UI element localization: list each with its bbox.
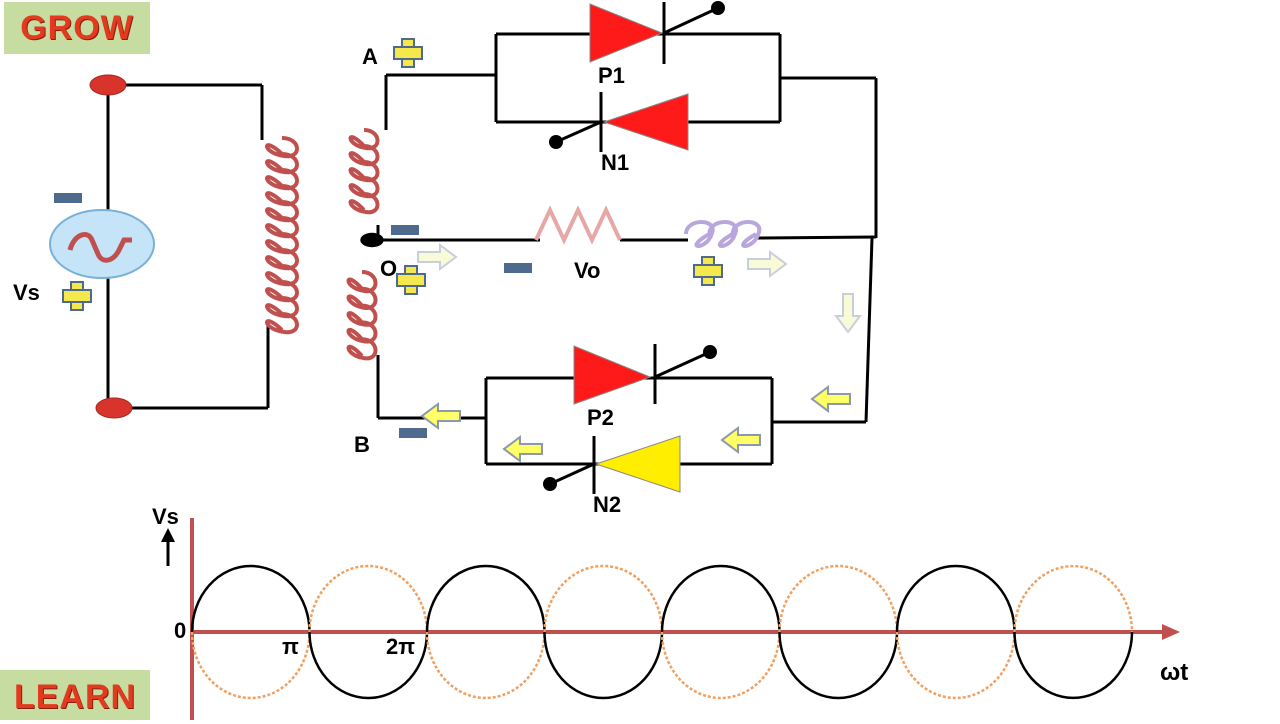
current-arrow-icon: [747, 251, 787, 277]
plus-sign-icon: [396, 265, 426, 295]
wave-half-cycle-solid: [425, 564, 546, 633]
wave-half-cycle-solid: [778, 631, 899, 700]
node-o-label: O: [380, 256, 397, 281]
wave-half-cycle-solid: [543, 631, 664, 700]
plus-sign-icon: [393, 38, 423, 68]
wave-half-cycle-dashed: [190, 631, 311, 700]
learn-logo: LEARN: [0, 670, 150, 720]
wave-half-cycle-dashed: [425, 631, 546, 700]
minus-sign-icon: [504, 263, 532, 273]
grow-logo: GROW: [4, 2, 150, 54]
minus-sign-icon: [54, 193, 82, 203]
wave-half-cycle-dashed: [308, 564, 429, 633]
wave-half-cycle-dashed: [895, 631, 1016, 700]
wave-half-cycle-dashed: [1013, 564, 1134, 633]
terminal-top: [89, 74, 127, 96]
node-a-label: A: [362, 44, 378, 69]
y-axis-label: Vs: [152, 504, 179, 529]
current-arrow-icon: [835, 293, 861, 333]
minus-sign-icon: [391, 225, 419, 235]
terminal-bottom: [95, 397, 133, 419]
transformer-icon: [265, 136, 299, 335]
wave-half-cycle-solid: [660, 564, 781, 633]
inductor-icon: [684, 220, 762, 248]
waveform-plot: [190, 564, 1134, 700]
current-arrow-icon: [421, 403, 461, 429]
tick-pi-label: π: [282, 634, 299, 659]
secondary-coil-lower: [346, 270, 378, 361]
label-n1: N1: [601, 150, 629, 175]
wave-half-cycle-solid: [190, 564, 311, 633]
origin-label: 0: [174, 618, 186, 643]
thyristor-icon: [543, 1, 725, 494]
tick-2pi-label: 2π: [386, 634, 415, 659]
x-axis-label: ωt: [1160, 659, 1188, 686]
wave-half-cycle-solid: [1013, 631, 1134, 700]
secondary-wiring: [372, 32, 878, 466]
current-arrow-icon: [721, 427, 761, 453]
wave-half-cycle-solid: [895, 564, 1016, 633]
node-b-label: B: [354, 432, 370, 457]
label-p1: P1: [598, 63, 625, 88]
output-label: Vo: [574, 258, 600, 283]
label-p2: P2: [587, 405, 614, 430]
learn-logo-text: LEARN: [13, 678, 137, 716]
ac-source-icon: [49, 209, 155, 279]
resistor-icon: [534, 205, 622, 245]
plus-sign-icon: [62, 281, 92, 311]
current-arrow-icon: [417, 244, 457, 270]
current-arrow-icon: [503, 436, 543, 462]
wave-half-cycle-dashed: [778, 564, 899, 633]
plus-sign-icon: [693, 256, 723, 286]
grow-logo-text: GROW: [20, 9, 134, 47]
waveform-axes: [161, 518, 1180, 720]
wave-half-cycle-dashed: [543, 564, 664, 633]
minus-sign-icon: [399, 428, 427, 438]
current-arrow-icon: [811, 386, 851, 412]
wave-half-cycle-dashed: [660, 631, 781, 700]
wave-half-cycle-solid: [308, 631, 429, 700]
center-tap-node: [360, 232, 384, 248]
label-n2: N2: [593, 492, 621, 517]
source-label: Vs: [13, 280, 40, 305]
secondary-coil-upper: [348, 128, 380, 215]
